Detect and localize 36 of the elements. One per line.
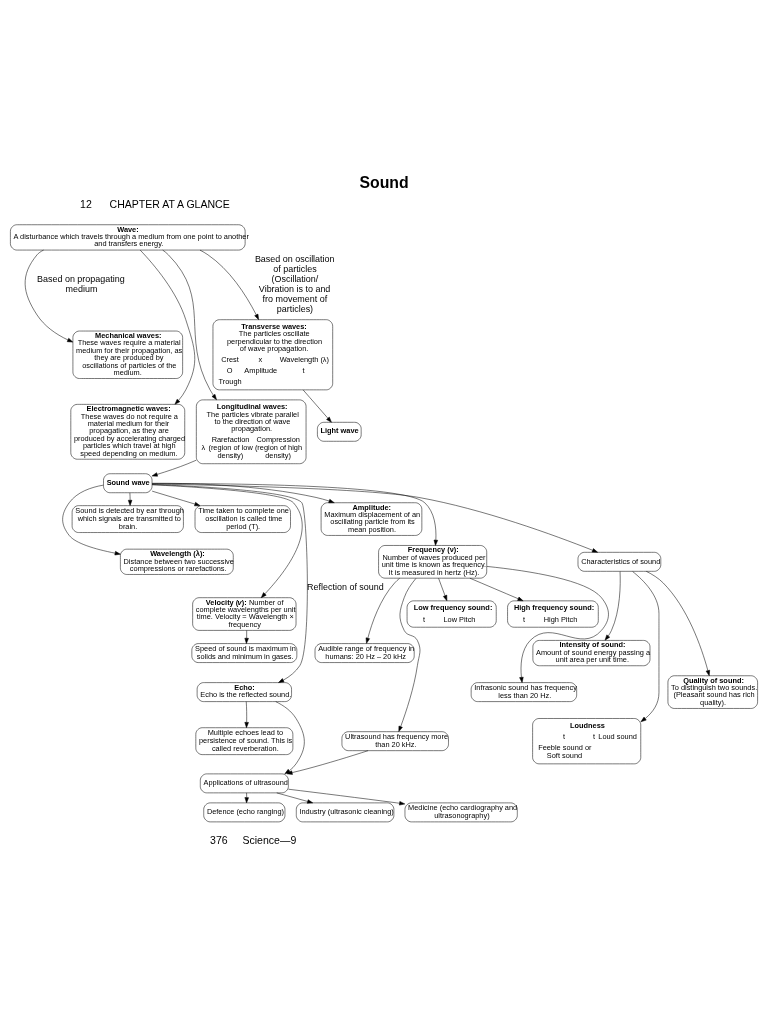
arrow <box>288 788 406 805</box>
arrow <box>469 577 524 601</box>
label: 12 <box>80 197 92 210</box>
arrow <box>199 249 259 320</box>
arrow <box>62 484 121 555</box>
label: Science—9 <box>242 833 297 846</box>
arrow <box>24 249 74 342</box>
arrow <box>151 459 197 476</box>
arrow <box>398 577 421 732</box>
arrow <box>486 565 609 683</box>
edge-label: Reflection of sound <box>307 581 384 592</box>
arrow <box>151 482 335 503</box>
arrow <box>244 700 249 728</box>
arrow <box>139 249 195 405</box>
arrow <box>128 492 133 506</box>
label: CHAPTER AT A GLANCE <box>109 197 230 210</box>
arrow <box>365 577 400 644</box>
arrow <box>275 700 305 774</box>
label: 376 <box>210 833 228 846</box>
arrow <box>276 792 313 803</box>
arrow <box>286 749 369 775</box>
arrow <box>162 249 217 400</box>
arrow <box>151 484 303 598</box>
arrow <box>438 577 448 601</box>
arrow <box>632 570 660 722</box>
diagram-title: Sound <box>359 173 409 191</box>
arrow <box>244 792 249 803</box>
edge-label: Based on propagating medium <box>37 273 125 294</box>
arrow <box>151 482 438 546</box>
edge-label: Based on oscillation of particles (Oscillation/ Vibration is to and fro movement of particles) <box>254 253 335 314</box>
arrow <box>151 483 598 553</box>
arrow <box>604 570 621 640</box>
arrow <box>151 490 201 506</box>
arrow <box>646 570 710 676</box>
arrow <box>244 629 249 644</box>
arrow <box>151 483 308 683</box>
